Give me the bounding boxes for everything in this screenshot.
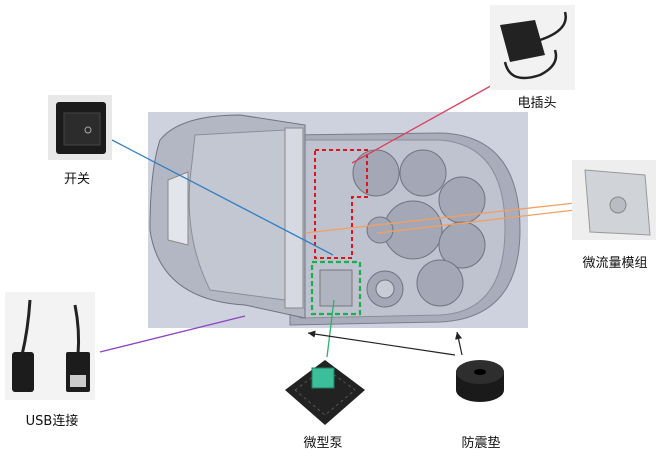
usb-leader-line: [99, 315, 246, 353]
plug-leader-line: [351, 77, 506, 164]
usb-label: USB连接: [25, 414, 79, 429]
flow-module-label: 微流量模组: [582, 256, 648, 271]
usb-cable-photo: [5, 292, 95, 400]
plug-label: 电插头: [517, 96, 557, 111]
plug-region-box: [314, 149, 368, 259]
plug-photo: [490, 5, 575, 90]
switch-label: 开关: [63, 172, 91, 187]
pump-region-box: [310, 260, 362, 316]
switch-photo: [48, 95, 112, 160]
cad-model: [148, 112, 528, 328]
damper-arrow-1: [307, 330, 456, 356]
damper-arrow-2: [455, 331, 463, 356]
damper-label: 防震垫: [461, 436, 501, 451]
flow-module-photo: [572, 160, 656, 240]
flow-module-leader-line-1: [304, 202, 576, 234]
pump-photo: [285, 360, 365, 425]
pump-leader-line: [326, 299, 335, 358]
switch-leader-line: [111, 139, 334, 256]
pump-label: 微型泵: [303, 436, 343, 451]
damper-photo: [456, 360, 504, 402]
flow-module-leader-line-2: [376, 209, 576, 234]
